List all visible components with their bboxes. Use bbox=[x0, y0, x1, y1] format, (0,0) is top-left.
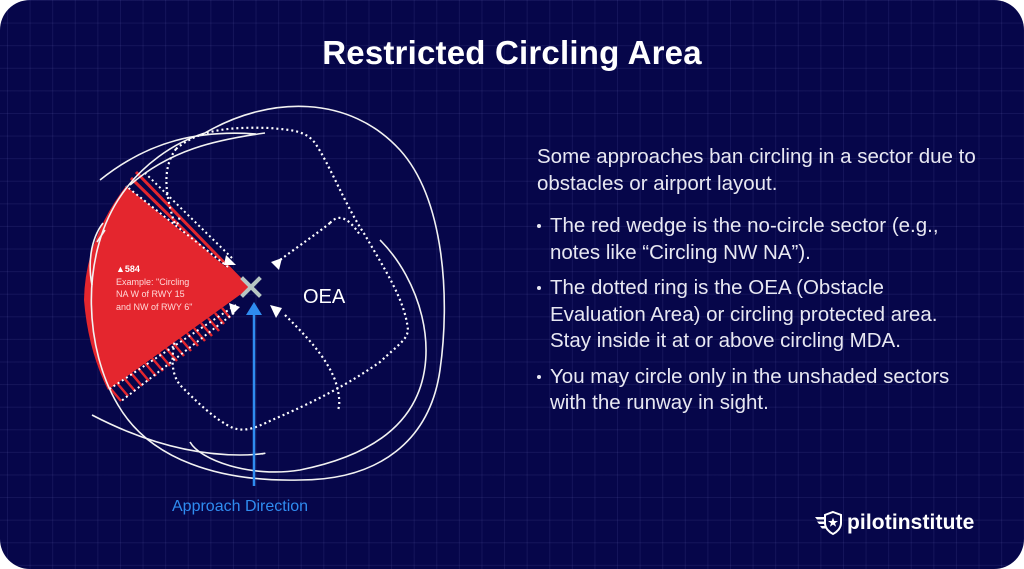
intro-text: Some approaches ban circling in a sector… bbox=[537, 145, 976, 195]
brand-name: pilotinstitute bbox=[847, 511, 975, 534]
no-circle-wedge bbox=[84, 168, 251, 403]
note-line-2: NA W of RWY 15 bbox=[116, 289, 185, 299]
approach-arrow bbox=[246, 302, 262, 486]
bullet-text: The dotted ring is the OEA (Obstacle Eva… bbox=[550, 276, 938, 352]
page-title: Restricted Circling Area bbox=[322, 34, 702, 71]
bullet-text: The red wedge is the no-circle sector (e… bbox=[550, 214, 939, 264]
brand-logo: pilotinstitute bbox=[813, 507, 974, 539]
x-marker-icon bbox=[240, 276, 262, 298]
bullet-dot-icon bbox=[537, 374, 541, 379]
restriction-note: ▲584 Example: "Circling NA W of RWY 15 a… bbox=[116, 263, 192, 313]
note-line-3: and NW of RWY 6" bbox=[116, 301, 193, 312]
info-panel: Some approaches ban circling in a sector… bbox=[537, 143, 977, 426]
circling-diagram bbox=[84, 105, 446, 486]
bullet-item: You may circle only in the unshaded sect… bbox=[537, 364, 977, 417]
approach-direction-label: Approach Direction bbox=[172, 498, 309, 515]
bullet-dot-icon bbox=[537, 224, 541, 228]
bullet-text: You may circle only in the unshaded sect… bbox=[550, 364, 950, 415]
outer-rings bbox=[89, 105, 446, 481]
inward-arrowheads bbox=[224, 255, 282, 318]
bullet-dot-icon bbox=[537, 286, 541, 290]
note-line-1: Example: "Circling bbox=[116, 276, 190, 287]
obstacle-elevation: ▲584 bbox=[116, 264, 140, 274]
bullet-list: The red wedge is the no-circle sector (e… bbox=[537, 213, 977, 417]
winged-shield-star-icon bbox=[815, 510, 842, 536]
oea-dotted-ring bbox=[165, 126, 410, 431]
oea-label: OEA bbox=[303, 286, 346, 308]
bullet-item: The dotted ring is the OEA (Obstacle Eva… bbox=[537, 275, 977, 355]
bullet-item: The red wedge is the no-circle sector (e… bbox=[537, 213, 977, 266]
